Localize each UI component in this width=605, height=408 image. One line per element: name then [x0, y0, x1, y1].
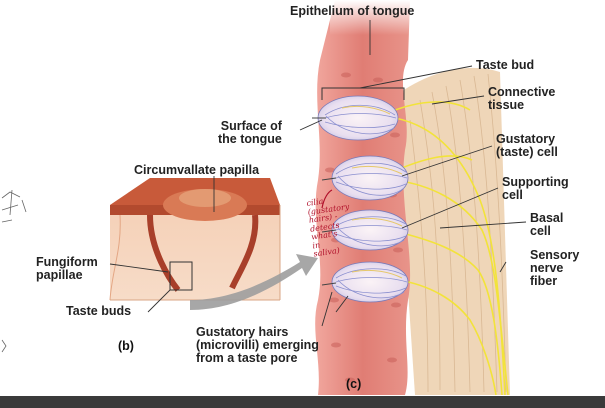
inset-box: [169, 261, 193, 291]
label-circumvallate: Circumvallate papilla: [134, 163, 260, 177]
magnify-arrow: [190, 254, 318, 310]
label-fungiform: Fungiform papillae: [36, 255, 98, 282]
taste-bud-1: [312, 95, 399, 141]
margin-marks: [1, 189, 27, 353]
panel-label-c: (c): [346, 377, 362, 391]
label-supporting: Supporting cell: [502, 175, 569, 202]
label-gustatory-cell: Gustatory (taste) cell: [496, 132, 558, 159]
sensory-nerve-fibers: [389, 101, 509, 396]
annotation-arrow: [321, 189, 333, 209]
label-taste-buds: Taste buds: [66, 304, 132, 318]
taste-bud-bracket: [321, 87, 405, 100]
label-taste-bud: Taste bud: [476, 58, 535, 72]
label-sensory: Sensory nerve fiber: [530, 248, 580, 288]
label-basal: Basal cell: [530, 211, 564, 238]
bottom-bar: [0, 396, 605, 408]
taste-bud-3: [321, 209, 409, 251]
papilla-block: [109, 178, 281, 301]
leader-lines: [109, 20, 527, 327]
label-surface: Surface of the tongue: [218, 119, 282, 146]
label-gustatory-hairs: Gustatory hairs (microvilli) emerging fr…: [196, 325, 319, 365]
connective-tissue: [395, 67, 510, 395]
panel-label-b: (b): [118, 339, 134, 353]
taste-bud-2: [321, 155, 409, 201]
label-connective: Connective tissue: [488, 85, 556, 112]
taste-bud-4: [321, 261, 409, 303]
handwritten-note: cilia (gustatory hairs) - detects what's…: [305, 196, 350, 259]
label-epithelium: Epithelium of tongue: [290, 4, 415, 18]
